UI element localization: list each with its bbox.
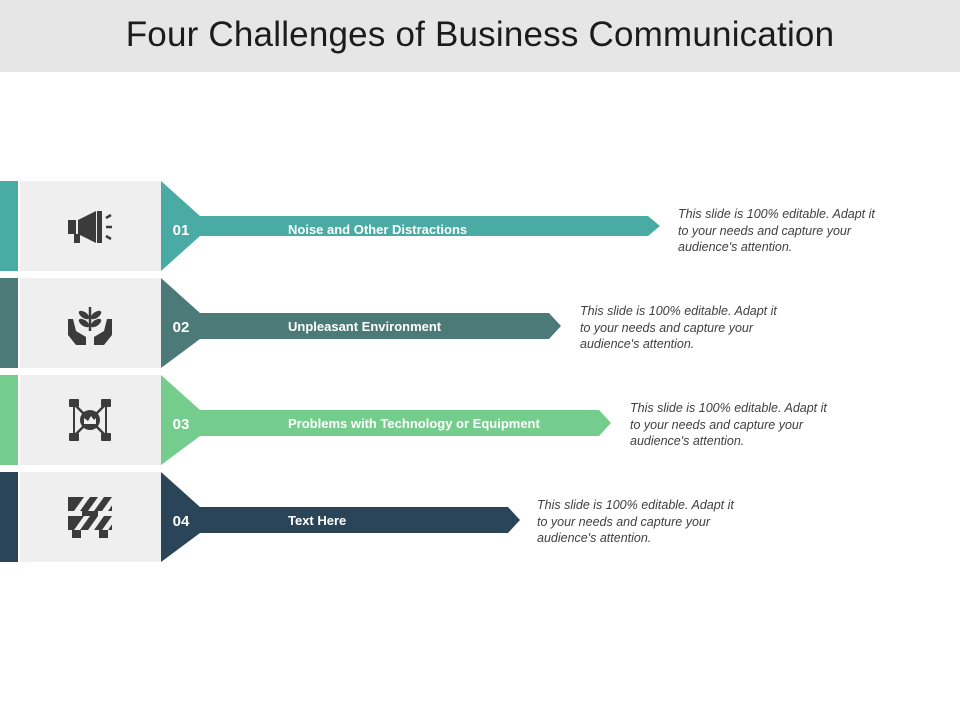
item-description: This slide is 100% editable. Adapt it to… xyxy=(630,401,827,448)
challenge-row-2: 02 Unpleasant Environment This slide is … xyxy=(0,278,960,368)
row-accent-edge xyxy=(0,181,18,271)
row-accent-edge xyxy=(0,278,18,368)
slide-title: Four Challenges of Business Communicatio… xyxy=(125,15,835,54)
item-number: 02 xyxy=(172,319,190,336)
hands-plant-icon xyxy=(64,297,116,349)
item-label: Noise and Other Distractions xyxy=(288,222,468,237)
item-number: 01 xyxy=(172,222,190,239)
icon-box xyxy=(20,278,161,368)
item-description: This slide is 100% editable. Adapt it to… xyxy=(537,498,734,545)
icon-box xyxy=(20,472,161,562)
arrow-band xyxy=(161,181,660,271)
item-description: This slide is 100% editable. Adapt it to… xyxy=(678,207,875,254)
arrow-band xyxy=(161,278,561,368)
item-number: 03 xyxy=(172,416,190,433)
item-label: Problems with Technology or Equipment xyxy=(288,416,540,431)
item-number: 04 xyxy=(172,513,190,530)
title-bar xyxy=(0,0,960,72)
arrow-band xyxy=(161,375,611,465)
challenge-row-1: 01 Noise and Other Distractions This sli… xyxy=(0,181,960,271)
network-icon xyxy=(64,394,116,446)
arrow-band xyxy=(161,472,520,562)
barrier-icon xyxy=(64,491,116,543)
challenge-row-4: 04 Text Here This slide is 100% editable… xyxy=(0,472,960,562)
icon-box xyxy=(20,375,161,465)
challenge-row-3: 03 Problems with Technology or Equipment… xyxy=(0,375,960,465)
icon-box xyxy=(20,181,161,271)
item-label: Text Here xyxy=(288,513,347,528)
row-accent-edge xyxy=(0,375,18,465)
row-accent-edge xyxy=(0,472,18,562)
item-description: This slide is 100% editable. Adapt it to… xyxy=(580,304,777,351)
megaphone-icon xyxy=(64,200,116,252)
item-label: Unpleasant Environment xyxy=(288,319,442,334)
